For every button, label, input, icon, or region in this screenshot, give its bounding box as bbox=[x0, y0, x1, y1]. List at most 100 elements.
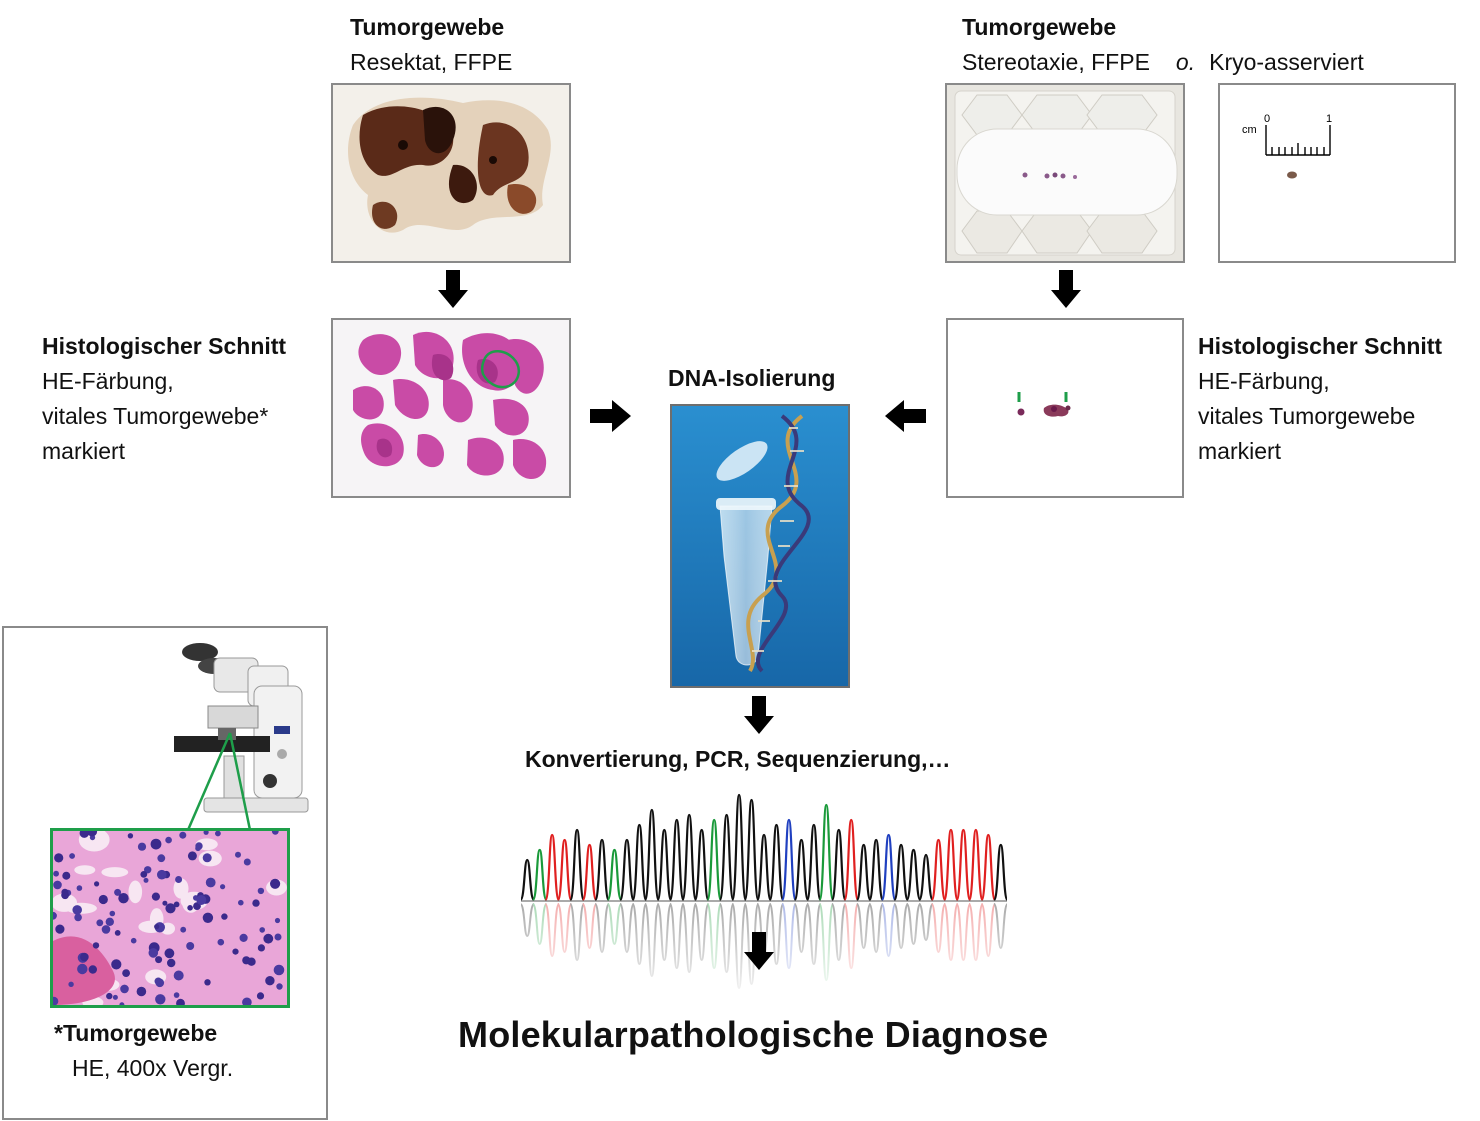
micrograph-nucleus bbox=[148, 948, 159, 958]
micrograph-nucleus bbox=[157, 869, 167, 880]
micrograph-nucleus bbox=[154, 977, 163, 986]
hist-left-title: Histologischer Schnitt bbox=[42, 333, 287, 359]
trace-peak bbox=[693, 828, 710, 902]
ruler-end-label: 1 bbox=[1326, 113, 1332, 125]
hist-right-title: Histologischer Schnitt bbox=[1198, 333, 1443, 359]
he-section-right-image bbox=[946, 318, 1184, 498]
trace-peak bbox=[718, 813, 735, 902]
micrograph-nucleus bbox=[173, 901, 180, 908]
micrograph-nucleus bbox=[274, 933, 282, 941]
micrograph-nucleus bbox=[143, 877, 149, 883]
micrograph-vacuole bbox=[53, 893, 77, 912]
micrograph-nucleus bbox=[271, 831, 279, 835]
micrograph-nucleus bbox=[179, 831, 187, 839]
micrograph-nucleus bbox=[176, 998, 185, 1005]
micrograph-nucleus bbox=[154, 924, 160, 930]
micrograph-nucleus bbox=[238, 899, 244, 906]
micrograph-nucleus bbox=[105, 917, 114, 926]
micrograph-nucleus bbox=[239, 933, 248, 942]
micrograph-nucleus bbox=[127, 833, 134, 839]
trace-peak bbox=[569, 828, 586, 902]
micrograph-nucleus bbox=[257, 887, 265, 895]
trace-peak bbox=[830, 828, 847, 902]
micrograph-nucleus bbox=[54, 853, 64, 863]
trace-peak bbox=[706, 818, 723, 902]
micrograph-nucleus bbox=[173, 970, 184, 981]
inset-title: *Tumorgewebe bbox=[54, 1020, 218, 1046]
micrograph-nucleus bbox=[68, 981, 74, 987]
micrograph-nucleus bbox=[119, 1002, 125, 1005]
trace-peak bbox=[880, 833, 897, 902]
trace-peak bbox=[581, 843, 598, 902]
micrograph-nucleus bbox=[215, 831, 221, 837]
trace-peak bbox=[681, 813, 698, 902]
micrograph-nucleus bbox=[114, 930, 121, 936]
top-right-subtitle-or: o. bbox=[1175, 49, 1196, 75]
micrograph-nucleus bbox=[74, 913, 82, 922]
micrograph-nucleus bbox=[203, 831, 209, 835]
micrograph-vacuole bbox=[173, 878, 189, 899]
micrograph-nucleus bbox=[150, 838, 162, 850]
trace-peak bbox=[656, 828, 673, 902]
arrow-down-right bbox=[1051, 270, 1081, 308]
micrograph-nucleus bbox=[88, 965, 97, 974]
hist-right-line1: HE-Färbung, bbox=[1198, 368, 1330, 394]
arrow-right-to-dna bbox=[590, 400, 631, 432]
micrograph-nucleus bbox=[247, 957, 256, 966]
tube-lid bbox=[716, 441, 768, 481]
cassette-graphic bbox=[947, 85, 1183, 261]
he-micrograph-graphic bbox=[53, 831, 287, 1005]
arrow-down-to-diagnosis bbox=[744, 932, 774, 970]
micrograph-nucleus bbox=[53, 996, 59, 1005]
microscope-icon bbox=[174, 643, 309, 813]
micrograph-nucleus bbox=[187, 905, 193, 911]
trace-peak bbox=[756, 833, 772, 902]
cryo-specimen bbox=[1287, 171, 1297, 179]
top-right-subtitle-a: Stereotaxie, FFPE bbox=[962, 49, 1150, 75]
dna-tube-graphic bbox=[672, 406, 848, 686]
top-right-subtitle-b: Kryo-asserviert bbox=[1209, 49, 1364, 75]
micrograph-nucleus bbox=[257, 944, 265, 952]
trace-peak bbox=[531, 848, 548, 902]
micrograph-nucleus bbox=[109, 910, 116, 917]
micrograph-nucleus bbox=[55, 924, 65, 934]
arrow-down-left bbox=[438, 270, 468, 308]
trace-peak bbox=[556, 838, 573, 902]
micrograph-nucleus bbox=[256, 992, 265, 1000]
micrograph-vacuole bbox=[128, 880, 143, 904]
sequencing-chromatogram bbox=[519, 776, 1009, 1006]
zoom-lines bbox=[186, 732, 252, 831]
cryo-sample-image: cm 0 1 bbox=[1218, 83, 1456, 263]
micrograph-vacuole bbox=[101, 867, 129, 878]
micrograph-nucleus bbox=[53, 911, 57, 920]
micrograph-nucleus bbox=[151, 892, 160, 901]
resection-tissue-graphic bbox=[333, 85, 569, 261]
top-left-subtitle: Resektat, FFPE bbox=[350, 49, 513, 75]
trace-peak bbox=[992, 843, 1009, 902]
cryo-ruler-graphic: cm 0 1 bbox=[1220, 85, 1454, 261]
micrograph-nucleus bbox=[137, 842, 147, 851]
trace-peak bbox=[594, 838, 610, 902]
trace-peak bbox=[606, 848, 623, 902]
micrograph-nucleus bbox=[72, 905, 82, 915]
trace-peak bbox=[942, 828, 959, 902]
micrograph-nucleus bbox=[53, 870, 59, 877]
micrograph-nucleus bbox=[96, 919, 104, 927]
micrograph-nucleus bbox=[136, 986, 147, 997]
resection-tissue-image bbox=[331, 83, 571, 263]
micrograph-nucleus bbox=[114, 888, 122, 896]
microscope-inset-frame: *Tumorgewebe HE, 400x Vergr. bbox=[2, 626, 328, 1120]
micrograph-nucleus bbox=[217, 938, 225, 946]
stereotaxy-cassette-image bbox=[945, 83, 1185, 263]
micrograph-nucleus bbox=[202, 912, 214, 923]
micrograph-nucleus bbox=[155, 994, 166, 1005]
micrograph-nucleus bbox=[204, 979, 211, 986]
micrograph-nucleus bbox=[92, 942, 100, 949]
trace-peak bbox=[805, 823, 822, 902]
trace-peak bbox=[818, 803, 835, 902]
micrograph-nucleus bbox=[120, 984, 129, 994]
trace-peak bbox=[905, 848, 922, 902]
trace-peak bbox=[631, 823, 648, 902]
micrograph-nucleus bbox=[61, 888, 69, 896]
hist-left-line2: vitales Tumorgewebe* bbox=[42, 403, 269, 429]
